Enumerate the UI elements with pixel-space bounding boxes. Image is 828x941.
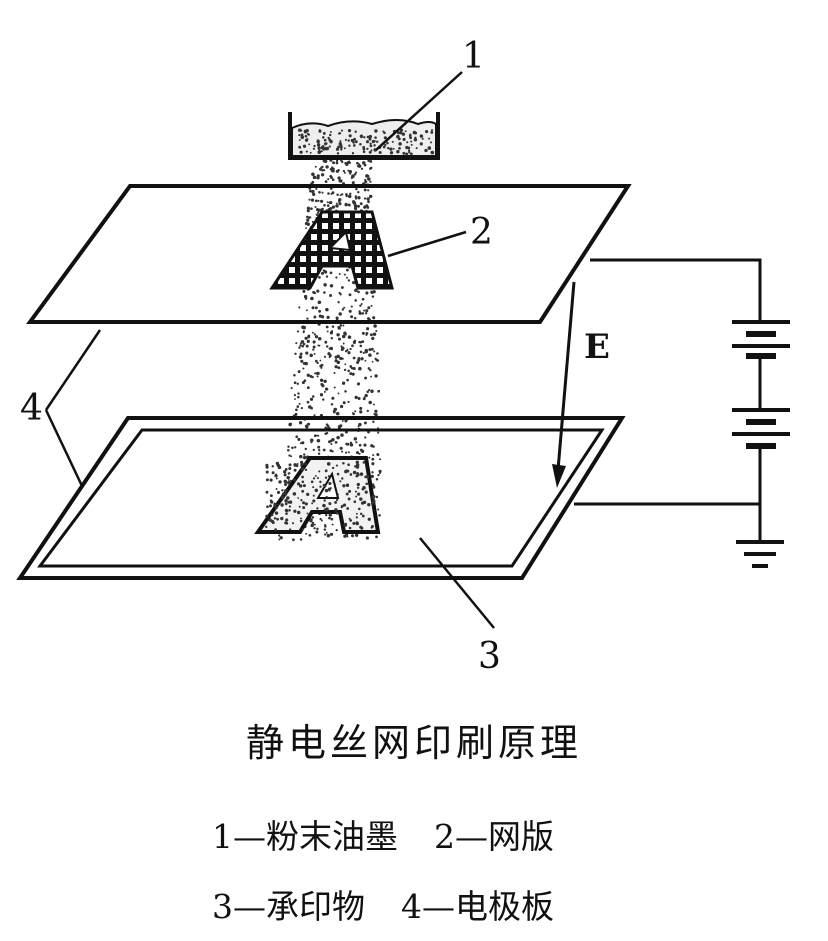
callout-2: 2: [470, 212, 493, 253]
battery-icon: [732, 320, 790, 449]
diagram-title: 静电丝网印刷原理: [245, 721, 582, 765]
printed-letter-a: [254, 456, 381, 534]
screen-plate: [26, 184, 632, 324]
legend-text-screen: 网版: [488, 817, 554, 856]
ground-icon: [736, 540, 784, 568]
legend-sep: —: [233, 887, 266, 926]
legend-sep: —: [455, 817, 488, 856]
legend-text-substrate: 承印物: [266, 887, 365, 926]
substrate-plate: [16, 416, 626, 580]
callout-leader-lines: [44, 71, 495, 629]
legend-sep: —: [233, 817, 266, 856]
legend-num: 2: [434, 817, 455, 856]
powder-ink-tray: [288, 112, 440, 160]
field-label-e: E: [584, 327, 610, 367]
callout-3: 3: [478, 636, 501, 677]
circuit-wiring: [574, 258, 762, 540]
legend-num: 1: [212, 817, 233, 856]
legend-text-powder-ink: 粉末油墨: [266, 817, 398, 856]
callout-1: 1: [462, 36, 485, 77]
legend-sep: —: [422, 887, 455, 926]
legend-text-electrode: 电极板: [455, 887, 554, 926]
screen-letter-a-stencil: [269, 210, 394, 290]
electric-field-arrow: [552, 281, 576, 488]
legend-num: 3: [212, 887, 233, 926]
legend-num: 4: [401, 887, 422, 926]
callout-4: 4: [20, 388, 43, 429]
